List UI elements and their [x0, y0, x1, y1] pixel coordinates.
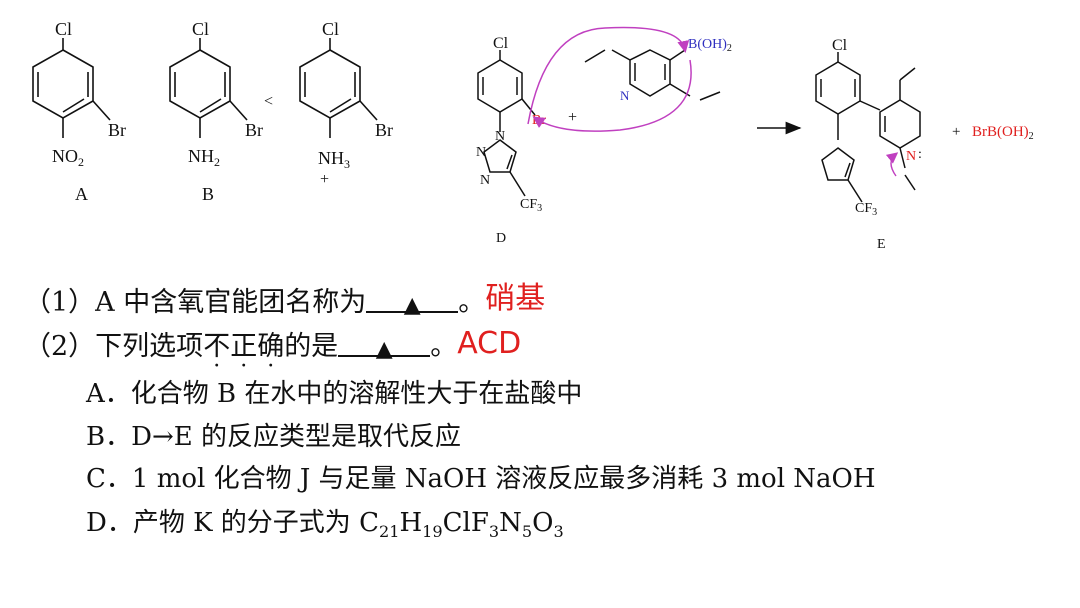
plus-1: + — [568, 109, 577, 126]
a-no2: NO2 — [52, 146, 84, 169]
c-nh3: NH3 — [318, 148, 350, 171]
structure-a — [32, 38, 111, 138]
c-cl: Cl — [322, 19, 339, 39]
q2-text: （2）下列选项 — [24, 331, 204, 362]
label-e: E — [877, 237, 886, 252]
optd-o: O — [532, 508, 554, 538]
structure-b — [169, 38, 248, 138]
e-cl: Cl — [832, 37, 848, 54]
option-d: D．产物 K 的分子式为 C21H19ClF3N5O3 — [86, 502, 564, 541]
c-br: Br — [375, 120, 393, 140]
question-1: （1）A 中含氧官能团名称为 ▲ 。硝基 — [24, 276, 545, 320]
structure-pyridine-boronic — [584, 49, 721, 101]
reaction-scheme: Cl Br NO2 A Cl Br NH2 B < Cl Br NH3 + Cl — [32, 19, 1034, 252]
c-charge: + — [320, 171, 329, 188]
optd-n: N — [499, 508, 522, 538]
plus-2: + — [952, 124, 960, 140]
optd-sub-c: 21 — [378, 522, 400, 542]
b-br: Br — [245, 120, 263, 140]
less-than-sign: < — [264, 93, 273, 110]
optd-sub-n: 5 — [521, 522, 533, 542]
e-arrow — [885, 152, 899, 177]
label-b: B — [202, 184, 214, 204]
optd-clf: ClF — [442, 508, 489, 538]
q2-emph-3: 确 — [257, 331, 284, 362]
option-d-prefix: D．产物 K 的分子式为 C — [86, 508, 379, 538]
option-a: A．化合物 B 在水中的溶解性大于在盐酸中 — [86, 379, 583, 409]
optd-sub-o: 3 — [553, 522, 564, 542]
label-d: D — [496, 231, 506, 246]
structure-c — [299, 38, 378, 138]
a-br: Br — [108, 120, 126, 140]
d-n3: N — [480, 173, 490, 188]
label-a: A — [75, 184, 88, 204]
q2-blank: ▲ — [338, 329, 431, 362]
d-cf3: CF3 — [520, 197, 542, 214]
structure-e — [815, 52, 921, 203]
byproduct: BrB(OH)2 — [972, 124, 1034, 142]
question-2: （2）下列选项不正确的是 ▲ 。ACD — [24, 324, 521, 363]
e-n: N — [906, 149, 916, 164]
option-c: C．1 mol 化合物 J 与足量 NaOH 溶液反应最多消耗 3 mol Na… — [86, 464, 876, 494]
mechanism-arrow-2 — [532, 59, 692, 132]
b-nh2: NH2 — [188, 146, 220, 169]
q1-suffix: 。 — [458, 287, 486, 318]
q1-blank: ▲ — [366, 285, 459, 318]
structure-d — [477, 50, 536, 197]
mechanism-arrow-1 — [527, 26, 690, 125]
q1-answer: 硝基 — [485, 281, 546, 316]
e-lone-pair: : — [918, 147, 922, 162]
q2-answer: ACD — [457, 326, 522, 361]
pyr-boron: B(OH)2 — [688, 37, 732, 54]
d-n2: N — [476, 145, 486, 160]
q2-suffix: 。 — [430, 331, 458, 362]
e-cf3: CF3 — [855, 201, 877, 218]
q2-emph-2: 正 — [230, 331, 257, 362]
q1-blank-triangle: ▲ — [403, 293, 421, 318]
d-n1: N — [495, 129, 505, 144]
option-b: B．D→E 的反应类型是取代反应 — [86, 422, 461, 452]
a-cl: Cl — [55, 19, 72, 39]
optd-h: H — [399, 508, 423, 538]
optd-sub-f: 3 — [488, 522, 500, 542]
optd-sub-h: 19 — [422, 522, 443, 542]
b-cl: Cl — [192, 19, 209, 39]
q2-mid: 的是 — [284, 331, 339, 362]
q1-text: （1）A 中含氧官能团名称为 — [24, 287, 367, 318]
d-cl: Cl — [493, 35, 509, 52]
q2-blank-triangle: ▲ — [375, 337, 393, 362]
pyr-n: N — [620, 88, 630, 103]
q2-emph-1: 不 — [203, 331, 230, 362]
